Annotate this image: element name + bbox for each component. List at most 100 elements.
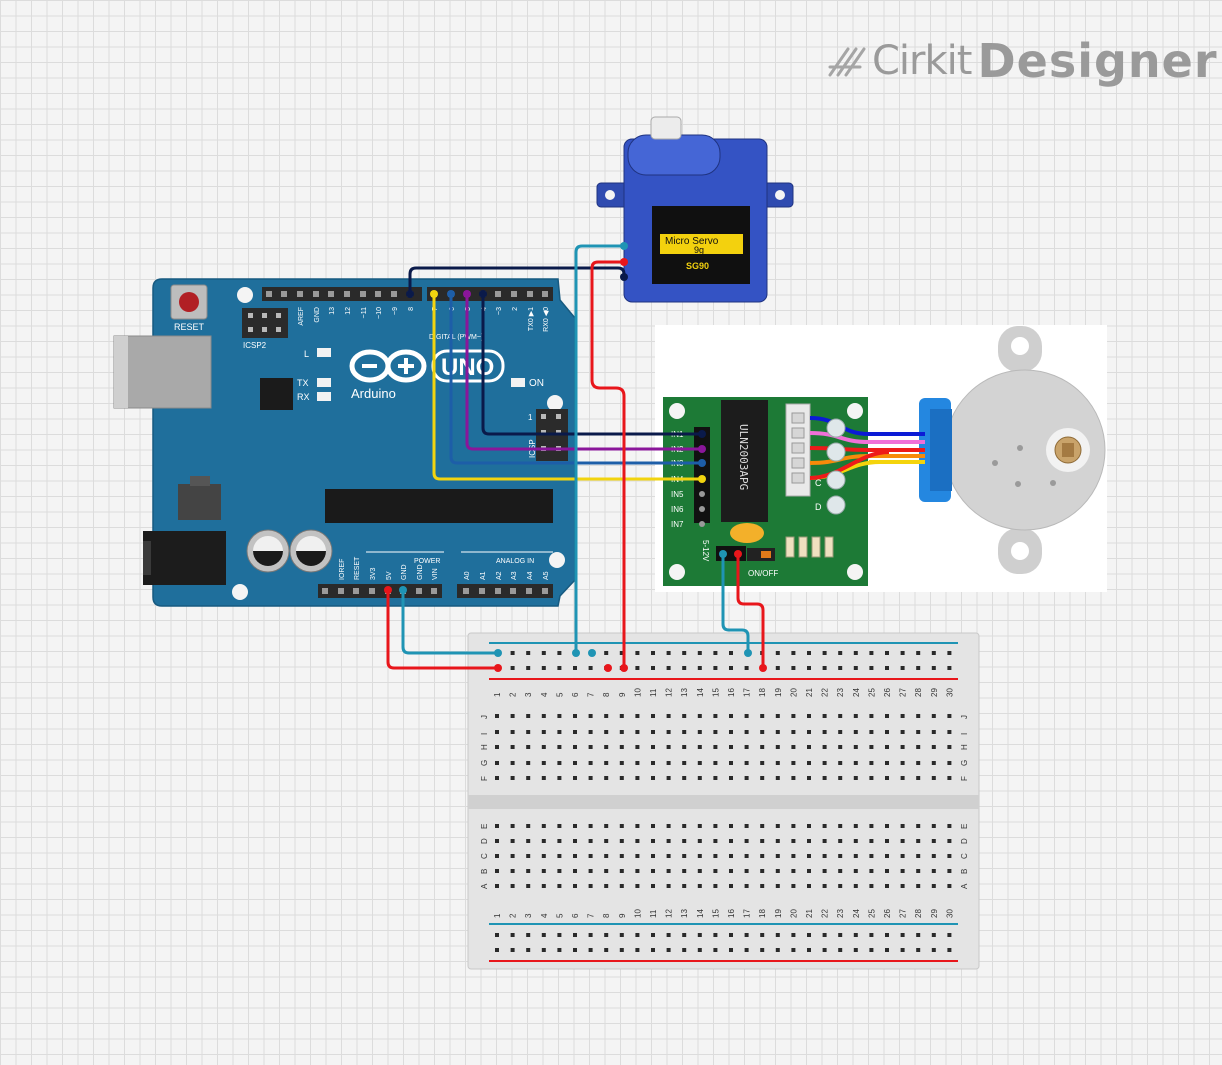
wire-in4 bbox=[481, 292, 704, 436]
breadboard-col-top-4: 4 bbox=[540, 692, 549, 697]
wire-end-16 bbox=[399, 586, 407, 594]
analog-pin-label-2: A2 bbox=[496, 571, 503, 580]
power-header[interactable] bbox=[318, 584, 442, 598]
wire-driver-vcc bbox=[736, 552, 765, 670]
wire-end-8 bbox=[698, 445, 706, 453]
power-pin-label-2: 3V3 bbox=[370, 567, 377, 580]
breadboard-row-left-B: B bbox=[480, 869, 489, 874]
breadboard-col-bottom-10: 10 bbox=[633, 909, 642, 918]
breadboard-holes bbox=[495, 651, 952, 952]
breadboard-col-top-29: 29 bbox=[930, 688, 939, 697]
breadboard-col-top-8: 8 bbox=[602, 692, 611, 697]
wire-end-19 bbox=[744, 649, 752, 657]
led-on-label: ON bbox=[529, 378, 544, 389]
wire-end-15 bbox=[494, 664, 502, 672]
digital-pwm-label: DIGITAL (PWM~) bbox=[429, 334, 483, 341]
wire-end-22 bbox=[588, 649, 596, 657]
wire-end-2 bbox=[430, 290, 438, 298]
breadboard-row-left-A: A bbox=[480, 883, 489, 889]
breadboard-col-bottom-2: 2 bbox=[509, 913, 518, 918]
breadboard-col-bottom-22: 22 bbox=[821, 909, 830, 918]
analog-in-label: ANALOG IN bbox=[496, 558, 534, 565]
breadboard-col-top-20: 20 bbox=[789, 688, 798, 697]
atmega-chip bbox=[325, 489, 553, 523]
wire-in2 bbox=[449, 292, 704, 465]
breadboard-col-top-7: 7 bbox=[587, 692, 596, 697]
breadboard-row-right-H: H bbox=[960, 744, 969, 750]
pin-label-2: 13 bbox=[329, 307, 336, 315]
wire-end-6 bbox=[698, 475, 706, 483]
breadboard-col-bottom-23: 23 bbox=[836, 909, 845, 918]
icsp-pin1-label: 1 bbox=[528, 413, 533, 422]
breadboard-row-left-D: D bbox=[480, 838, 489, 844]
breadboard-col-bottom-7: 7 bbox=[587, 913, 596, 918]
reset-label: RESET bbox=[174, 322, 205, 332]
analog-header[interactable] bbox=[457, 584, 553, 598]
wire-end-23 bbox=[604, 664, 612, 672]
breadboard-col-top-27: 27 bbox=[899, 688, 908, 697]
breadboard-row-left-C: C bbox=[480, 853, 489, 859]
wire-end-4 bbox=[463, 290, 471, 298]
analog-pin-label-4: A4 bbox=[527, 571, 534, 580]
wire-end-12 bbox=[620, 258, 628, 266]
breadboard-col-bottom-25: 25 bbox=[867, 909, 876, 918]
breadboard-col-top-19: 19 bbox=[774, 688, 783, 697]
power-jack bbox=[143, 531, 226, 585]
digital-header-right[interactable] bbox=[427, 287, 553, 301]
micro-servo-sg90[interactable]: Micro Servo 9g SG90 bbox=[596, 116, 794, 303]
breadboard-col-top-23: 23 bbox=[836, 688, 845, 697]
pin-label-14: TX0 ▶1 bbox=[528, 307, 535, 331]
pin-label-3: 12 bbox=[345, 307, 352, 315]
power-pin-label-4: GND bbox=[401, 564, 408, 580]
digital-header-left[interactable] bbox=[262, 287, 422, 301]
breadboard-row-left-F: F bbox=[480, 776, 489, 781]
wire-end-5 bbox=[479, 290, 487, 298]
breadboard-col-top-22: 22 bbox=[821, 688, 830, 697]
breadboard-col-bottom-17: 17 bbox=[743, 909, 752, 918]
power-analog-header-holes bbox=[322, 588, 548, 594]
breadboard-col-bottom-18: 18 bbox=[758, 909, 767, 918]
pin-label-5: ~10 bbox=[376, 307, 383, 319]
wire-end-1 bbox=[620, 273, 628, 281]
power-pin-label-1: RESET bbox=[354, 556, 361, 580]
breadboard-col-top-25: 25 bbox=[867, 688, 876, 697]
pin-label-15: RX0 ◀0 bbox=[543, 307, 550, 332]
servo-label-line2: 9g bbox=[694, 245, 704, 255]
breadboard-col-bottom-4: 4 bbox=[540, 913, 549, 918]
breadboard-col-bottom-19: 19 bbox=[774, 909, 783, 918]
led-rx-label: RX bbox=[297, 392, 310, 402]
breadboard-col-bottom-6: 6 bbox=[571, 913, 580, 918]
breadboard-row-left-H: H bbox=[480, 744, 489, 750]
wire-endpoints bbox=[384, 242, 767, 672]
breadboard-col-bottom-26: 26 bbox=[883, 909, 892, 918]
breadboard-col-top-28: 28 bbox=[914, 688, 923, 697]
breadboard-row-left-E: E bbox=[480, 824, 489, 829]
breadboard-col-top-15: 15 bbox=[711, 688, 720, 697]
arduino-uno[interactable]: RESET ICSP2 L TX RX ON Arduino UNO bbox=[113, 278, 576, 607]
brand-label: Arduino bbox=[351, 386, 396, 401]
breadboard-col-bottom-30: 30 bbox=[945, 909, 954, 918]
breadboard-row-left-G: G bbox=[480, 760, 489, 766]
wire-end-17 bbox=[494, 649, 502, 657]
pin-label-0: AREF bbox=[298, 307, 305, 326]
breadboard-row-right-C: C bbox=[960, 853, 969, 859]
analog-pin-label-1: A1 bbox=[480, 571, 487, 580]
pin-label-12: ~3 bbox=[496, 307, 503, 315]
breadboard-col-top-13: 13 bbox=[680, 688, 689, 697]
driver-input-label-IN6: IN6 bbox=[671, 505, 684, 514]
breadboard-row-left-I: I bbox=[480, 733, 489, 735]
breadboard-row-right-E: E bbox=[960, 824, 969, 829]
breadboard-row-right-G: G bbox=[960, 760, 969, 766]
breadboard-col-top-10: 10 bbox=[633, 688, 642, 697]
wire-arduino-gnd bbox=[401, 588, 500, 655]
wire-end-13 bbox=[620, 664, 628, 672]
watermark-brand-bold: Designer bbox=[977, 34, 1218, 88]
breadboard-col-bottom-8: 8 bbox=[602, 913, 611, 918]
breadboard-col-bottom-9: 9 bbox=[618, 913, 627, 918]
breadboard-col-bottom-14: 14 bbox=[696, 909, 705, 918]
power-pin-label-6: VIN bbox=[432, 568, 439, 580]
